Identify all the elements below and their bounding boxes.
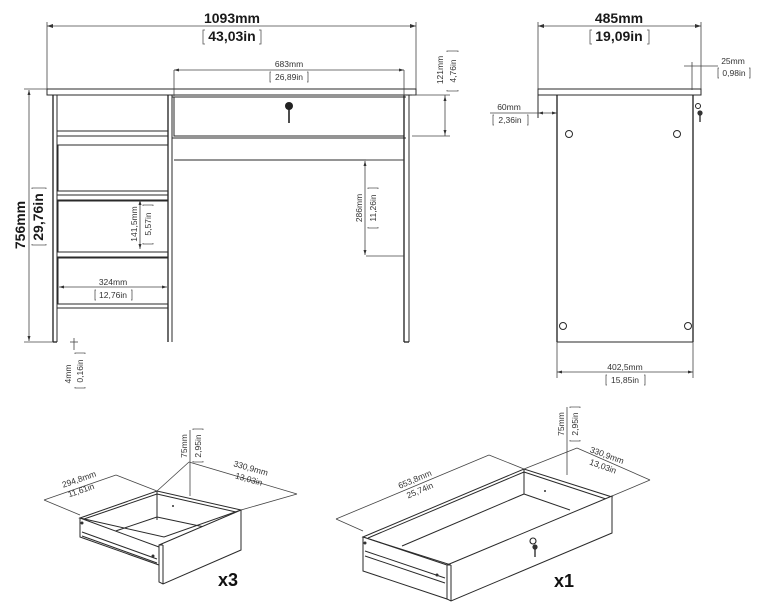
small-drawer-height-mm: 75mm (179, 434, 189, 458)
total-width-in: 43,03in (208, 28, 255, 44)
small-drawer-width-dimension: 294,8mm 11,61in (61, 469, 98, 500)
side-panel-depth-dimension: 402,5mm 15,85in (556, 342, 694, 386)
front-overhang-dimension: 60mm 2,36in (490, 102, 557, 126)
knee-space-height-mm: 286mm (354, 194, 364, 222)
side-drawer-width-in: 12,76in (99, 290, 127, 300)
knee-space-height-in: 11,26in (368, 194, 378, 222)
side-top (537, 88, 702, 96)
right-leg (403, 95, 410, 343)
top-drawer-height-mm: 121mm (435, 56, 445, 84)
side-drawer-height-dimension: 141,5mm 5,57in (129, 200, 154, 249)
top-drawer-height-dimension: 121mm 4,76in (412, 50, 459, 137)
drawer-opening-width-dimension: 683mm 26,89in (173, 59, 405, 96)
large-drawer-view: 653,8mm 25,74in 330,9mm 13,03in 75mm 2,9… (335, 406, 651, 602)
total-width-dimension: 1093mm 43,03in (46, 10, 417, 92)
total-height-mm: 756mm (12, 201, 28, 249)
total-width-mm: 1093mm (204, 10, 260, 26)
floor-clearance-dimension: 4mm 0,16in (63, 338, 86, 389)
side-drawer-width-mm: 324mm (99, 277, 127, 287)
drawer-opening-width-mm: 683mm (275, 59, 303, 69)
large-drawer-height-dimension: 75mm 2,95in (556, 406, 581, 475)
back-overhang-dimension: 25mm 0,98in (684, 56, 751, 90)
front-overhang-mm: 60mm (497, 102, 521, 112)
side-view: 485mm 19,09in 25mm 0,98in (490, 10, 751, 386)
left-pedestal (52, 95, 173, 343)
small-drawer-quantity: x3 (218, 570, 238, 590)
large-drawer-width-dimension: 653,8mm 25,74in (397, 468, 435, 501)
back-overhang-mm: 25mm (721, 56, 745, 66)
front-view: 1093mm 43,03in (12, 10, 459, 389)
floor-clearance-mm: 4mm (63, 365, 73, 384)
large-drawer-quantity: x1 (554, 571, 574, 591)
total-height-dimension: 756mm 29,76in (12, 88, 53, 343)
small-drawer-height-in: 2,95in (193, 434, 203, 457)
side-panel (556, 95, 694, 343)
total-depth-mm: 485mm (595, 10, 643, 26)
large-drawer-height-in: 2,95in (570, 412, 580, 435)
lock-icon (285, 102, 293, 123)
small-drawer-height-dimension: 75mm 2,95in (179, 428, 204, 496)
drawer-lock-icon (529, 537, 538, 557)
total-height-in: 29,76in (30, 193, 46, 240)
knee-space-height-dimension: 286mm 11,26in (354, 159, 404, 257)
drawer-opening-width-in: 26,89in (275, 72, 303, 82)
floor-clearance-in: 0,16in (75, 359, 85, 382)
small-drawer-view: 294,8mm 11,61in 330,9mm 13,03in 75mm 2,9… (43, 428, 298, 590)
total-depth-in: 19,09in (595, 28, 642, 44)
large-drawer-height-mm: 75mm (556, 412, 566, 436)
total-depth-dimension: 485mm 19,09in (537, 10, 702, 90)
center-drawer (172, 96, 406, 161)
side-drawer-width-dimension: 324mm 12,76in (59, 277, 167, 301)
desk-top (46, 88, 417, 96)
side-drawer-height-mm: 141,5mm (129, 206, 139, 241)
side-drawer-height-in: 5,57in (143, 212, 153, 235)
key-icon (695, 103, 703, 122)
side-drawer-1 (57, 144, 169, 192)
back-overhang-in: 0,98in (722, 68, 745, 78)
top-drawer-height-in: 4,76in (448, 59, 458, 82)
large-drawer-depth-dimension: 330,9mm 13,03in (588, 444, 625, 475)
side-panel-depth-in: 15,85in (611, 375, 639, 385)
front-overhang-in: 2,36in (498, 115, 521, 125)
small-drawer-depth-dimension: 330,9mm 13,03in (232, 458, 269, 487)
side-panel-depth-mm: 402,5mm (607, 362, 642, 372)
